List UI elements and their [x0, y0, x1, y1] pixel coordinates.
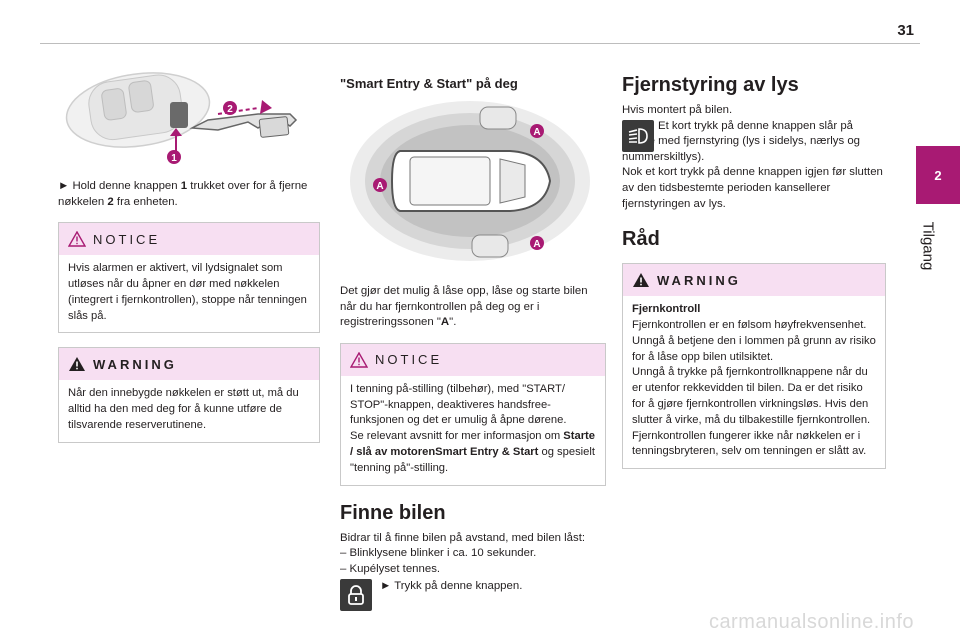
warning-triangle-outline-icon: [68, 231, 86, 247]
warning-paragraph-3: Fjernkontrollen fungerer ikke når nøkkel…: [632, 429, 867, 458]
chapter-title: Tilgang: [919, 221, 937, 271]
warning-box-remote: WARNING Fjernkontroll Fjernkontrollen er…: [622, 263, 886, 470]
find-car-bullet-1: – Blinklysene blinker i ca. 10 sekunder.: [340, 547, 537, 560]
watermark: carmanualsonline.info: [708, 611, 914, 633]
zone-label-a-left: A: [376, 181, 383, 192]
remote-lights-row: Et kort trykk på denne knappen slår på l…: [622, 119, 886, 166]
figure-label-2: 2: [227, 104, 233, 115]
chapter-number: 2: [934, 167, 942, 183]
smart-entry-heading: "Smart Entry & Start" på deg: [340, 76, 518, 91]
notice-body: I tenning på-stilling (tilbehør), med "S…: [350, 382, 595, 474]
warning-title: WARNING: [657, 272, 741, 288]
detection-zone-illustration: A A A: [350, 101, 590, 261]
notice-box-alarm: NOTICE Hvis alarmen er aktivert, vil lyd…: [58, 222, 320, 334]
find-car-heading: Finne bilen: [340, 501, 446, 524]
notice-header: NOTICE: [341, 343, 605, 376]
column-3: Fjernstyring av lys Hvis montert på bile…: [622, 58, 886, 470]
notice-header: NOTICE: [59, 223, 319, 256]
warning-header: WARNING: [623, 264, 885, 297]
lock-icon: [348, 585, 364, 606]
warning-paragraph-2: Unngå å trykke på fjernkontrollknappene …: [632, 366, 871, 426]
find-car-intro: Bidrar til å finne bilen på avstand, med…: [340, 531, 586, 544]
remote-lights-heading: Fjernstyring av lys: [622, 74, 799, 96]
headlight-icon: [628, 127, 648, 144]
warning-paragraph-1: Fjernkontrollen er en følsom høyfrekvens…: [632, 318, 876, 363]
warning-subtitle: Fjernkontroll: [632, 303, 701, 316]
figure-label-1: 1: [171, 153, 177, 164]
find-car-button-icon[interactable]: [340, 579, 372, 612]
smart-entry-text: Det gjør det mulig å låse opp, låse og s…: [340, 285, 588, 329]
warning-header: WARNING: [59, 348, 319, 381]
advice-heading: Råd: [622, 228, 660, 251]
notice-body: Hvis alarmen er aktivert, vil lydsignale…: [68, 262, 307, 322]
remote-lights-availability: Hvis montert på bilen.: [622, 104, 733, 116]
notice-box-handsfree: NOTICE I tenning på-stilling (tilbehør),…: [340, 342, 606, 486]
warning-triangle-outline-icon: [350, 351, 368, 368]
column-2: "Smart Entry & Start" på deg A A A Det g…: [340, 58, 606, 612]
chapter-title-vertical: Tilgang: [900, 206, 956, 286]
warning-triangle-icon: [69, 357, 85, 372]
notice-title: NOTICE: [93, 231, 161, 247]
warning-body: Når den innebygde nøkkelen er støtt ut, …: [68, 387, 299, 431]
header-rule: [40, 43, 920, 44]
find-car-bullet-2: – Kupélyset tennes.: [340, 562, 441, 575]
notice-title: NOTICE: [375, 352, 443, 368]
zone-label-a-top: A: [533, 127, 540, 138]
warning-box-key: WARNING Når den innebygde nøkkelen er st…: [58, 347, 320, 443]
find-car-action-row: ► Trykk på denne knappen.: [340, 579, 606, 612]
remote-lights-button-icon[interactable]: [622, 119, 654, 152]
chapter-tab[interactable]: 2: [916, 146, 960, 204]
page-number: 31: [897, 22, 914, 39]
remote-lights-text: Et kort trykk på denne knappen slår på l…: [622, 119, 861, 163]
zone-label-a-bottom: A: [533, 239, 540, 250]
find-car-action: ► Trykk på denne knappen.: [380, 580, 523, 593]
remote-lights-cancel: Nok et kort trykk på denne knappen igjen…: [622, 166, 883, 210]
warning-title: WARNING: [93, 356, 177, 372]
key-removal-instruction: ► Hold denne knappen 1 trukket over for …: [58, 180, 308, 208]
key-removal-illustration: 1 2: [65, 72, 298, 164]
warning-triangle-icon: [633, 273, 649, 288]
column-1: 1 2 ► Hold denne knappen 1 trukket over …: [58, 58, 320, 443]
